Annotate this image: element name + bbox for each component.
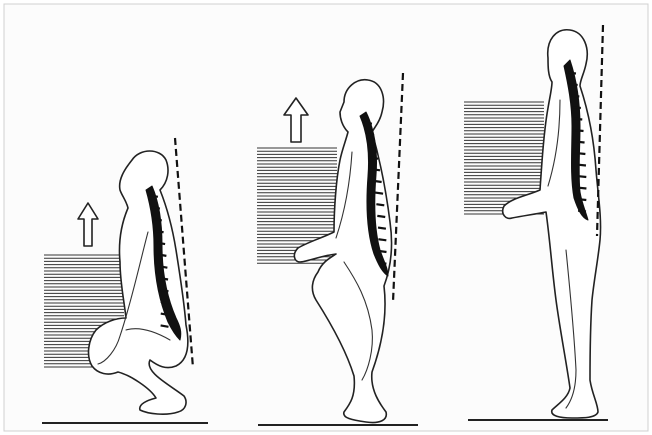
lifting-posture-diagram	[0, 0, 652, 435]
diagram-canvas	[0, 0, 652, 435]
